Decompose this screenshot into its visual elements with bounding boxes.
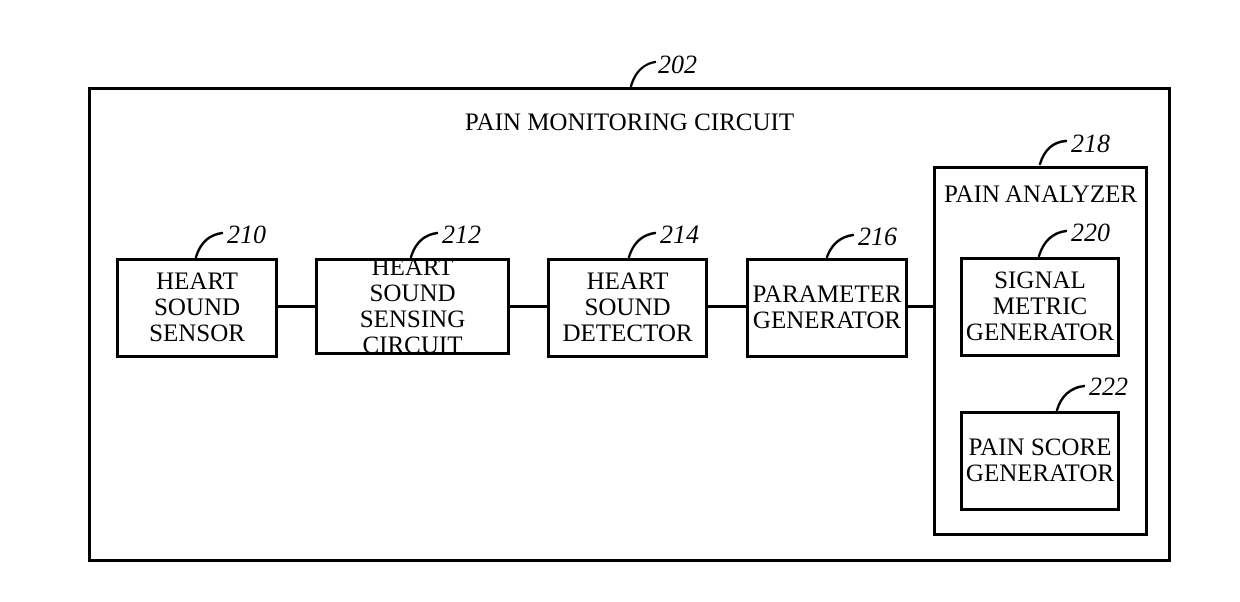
leader-202 xyxy=(629,60,657,88)
ref-numeral-212: 212 xyxy=(442,220,481,249)
pain-analyzer-label: PAIN ANALYZER xyxy=(943,181,1138,208)
ref-numeral-220: 220 xyxy=(1071,218,1110,247)
connector-detector-to-parameter xyxy=(706,305,748,308)
ref-numeral-210: 210 xyxy=(227,220,266,249)
connector-sensor-to-sensing xyxy=(276,305,317,308)
connector-sensing-to-detector xyxy=(508,305,549,308)
block-heart-sound-detector: HEART SOUND DETECTOR xyxy=(547,258,708,358)
block-pain-score-generator: PAIN SCORE GENERATOR xyxy=(960,411,1120,511)
block-signal-metric-generator: SIGNAL METRIC GENERATOR xyxy=(960,257,1120,357)
pain-monitoring-circuit-title: PAIN MONITORING CIRCUIT xyxy=(464,109,795,136)
ref-numeral-202: 202 xyxy=(658,50,697,79)
ref-numeral-218: 218 xyxy=(1071,129,1110,158)
block-heart-sound-sensing-circuit: HEART SOUND SENSING CIRCUIT xyxy=(315,254,510,358)
block-heart-sound-sensor: HEART SOUND SENSOR xyxy=(116,258,278,358)
block-parameter-generator: PARAMETER GENERATOR xyxy=(746,258,908,358)
ref-numeral-222: 222 xyxy=(1089,372,1128,401)
ref-numeral-214: 214 xyxy=(660,220,699,249)
ref-numeral-216: 216 xyxy=(858,222,897,251)
